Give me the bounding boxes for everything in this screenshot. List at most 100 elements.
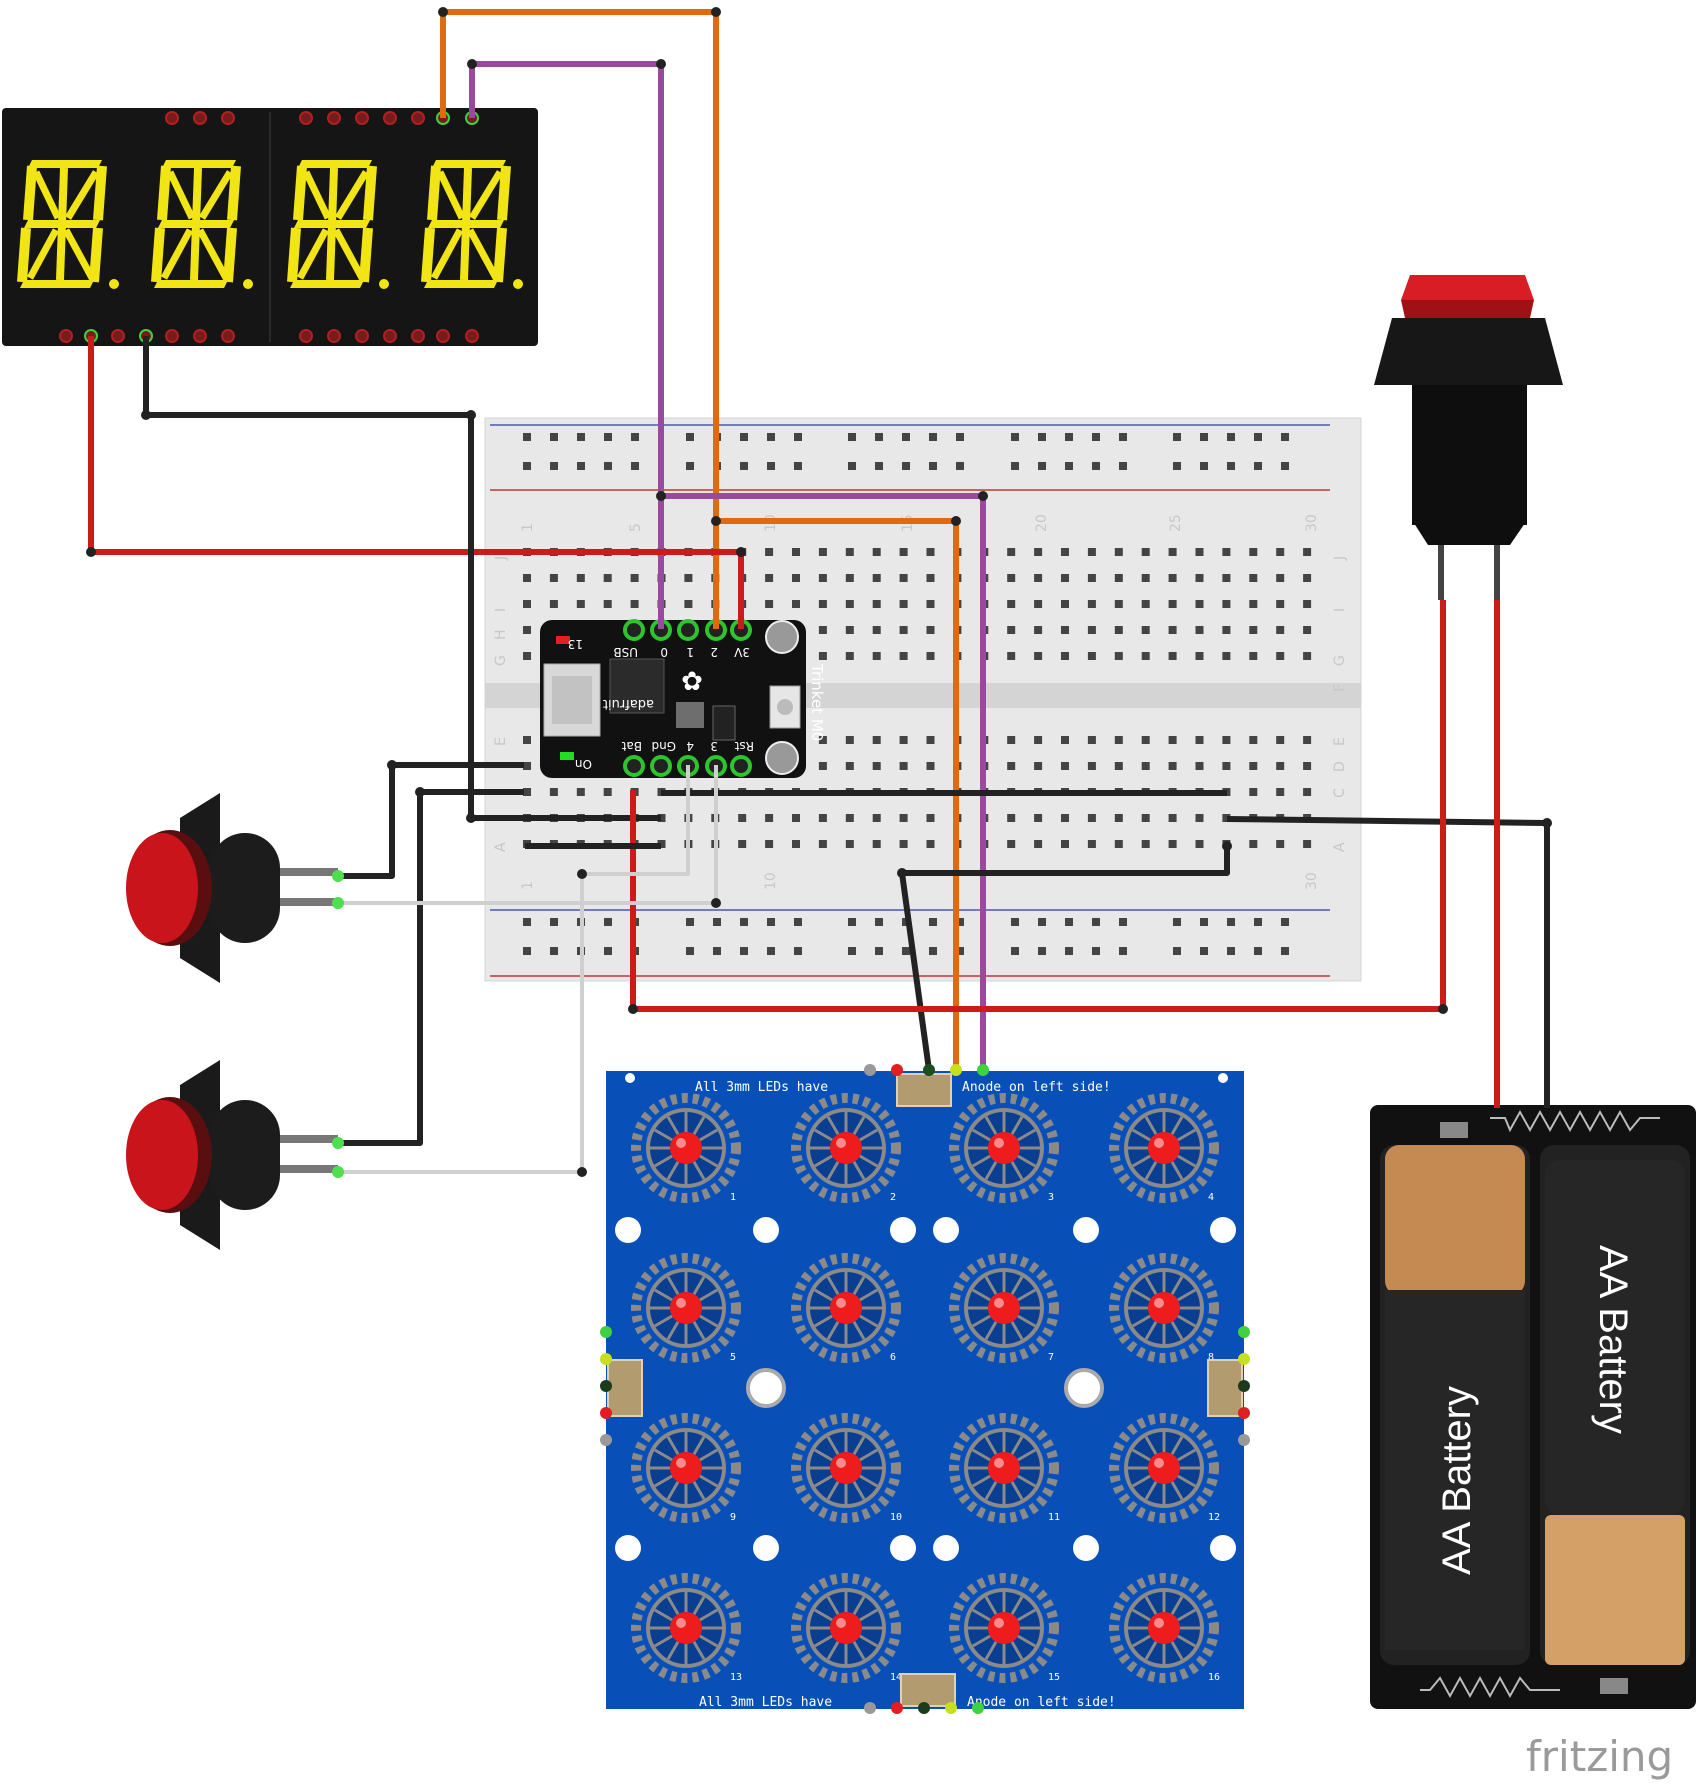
- breadboard-hole: [818, 626, 827, 634]
- breadboard-hole: [1061, 736, 1069, 744]
- rail-hole: [767, 462, 775, 470]
- breadboard-hole: [899, 626, 908, 634]
- push-button-1[interactable]: [126, 793, 338, 983]
- breadboard-hole: [872, 736, 881, 744]
- wire-endpoints: [86, 7, 1552, 1714]
- breadboard-hole: [1007, 840, 1016, 848]
- breadboard-hole: [576, 600, 585, 608]
- breadboard-hole: [1222, 652, 1231, 660]
- led-spoke: [826, 1161, 840, 1180]
- breadboard-hole: [1141, 600, 1150, 608]
- breadboard-hole: [1087, 762, 1096, 770]
- segment: [359, 227, 373, 283]
- breadboard-hole: [845, 600, 854, 608]
- wire-bend: [467, 59, 477, 69]
- row-letter: E: [493, 737, 509, 746]
- matrix-pin: [950, 1064, 962, 1076]
- breadboard-hole: [765, 840, 774, 848]
- matrix-pin: [600, 1353, 612, 1365]
- led-spoke: [852, 1276, 866, 1295]
- rail-hole: [686, 918, 694, 926]
- led-spoke: [1017, 1128, 1036, 1142]
- mount-hole: [890, 1535, 916, 1561]
- led-cell: [631, 1413, 741, 1523]
- matrix-pin: [1238, 1434, 1250, 1446]
- wire-bend: [1438, 1004, 1448, 1014]
- wire-bend: [951, 516, 961, 526]
- rail-hole: [740, 433, 748, 441]
- breadboard-hole: [1141, 814, 1150, 822]
- rail-hole: [1227, 947, 1235, 955]
- led-number: 6: [890, 1352, 896, 1363]
- led-spoke: [984, 1436, 998, 1455]
- matrix-pin: [864, 1064, 876, 1076]
- segment: [421, 227, 435, 283]
- display-pins: [59, 111, 479, 343]
- display-pin: [299, 111, 313, 125]
- trinket-pin: [650, 755, 672, 777]
- breadboard-hole: [1114, 574, 1123, 582]
- breadboard-hole: [1276, 600, 1285, 608]
- red-led: [830, 1132, 862, 1164]
- panel-push-button[interactable]: [1374, 275, 1563, 600]
- led-spoke: [859, 1154, 878, 1168]
- breadboard-hole: [765, 814, 774, 822]
- breadboard-hole: [1061, 814, 1069, 822]
- led-gear: [1109, 1413, 1219, 1523]
- breadboard-hole: [630, 574, 639, 582]
- mount-hole: [753, 1535, 779, 1561]
- red-led: [1148, 1612, 1180, 1644]
- led-spoke: [859, 1474, 878, 1488]
- breadboard-hole: [1087, 652, 1096, 660]
- wire-bend: [387, 760, 397, 770]
- led-spoke: [654, 1154, 673, 1168]
- breadboard-hole: [926, 574, 935, 582]
- led-spoke: [1170, 1276, 1184, 1295]
- breadboard-hole: [684, 574, 693, 582]
- push-button-2[interactable]: [126, 1060, 338, 1250]
- breadboard-hole: [1222, 600, 1231, 608]
- row-letter: J: [493, 556, 509, 561]
- wire-black-button-1: [338, 762, 524, 879]
- led-cell: [631, 1093, 741, 1203]
- rail-hole: [1173, 947, 1181, 955]
- on-label: On: [575, 757, 592, 771]
- rail-hole: [956, 918, 964, 926]
- breadboard-hole: [1034, 600, 1043, 608]
- led-spoke: [859, 1314, 878, 1328]
- led-number: 15: [1048, 1672, 1060, 1683]
- segment: [427, 165, 441, 221]
- led-spoke: [972, 1448, 991, 1462]
- wire-bend: [141, 410, 151, 420]
- row-letter: D: [1332, 761, 1348, 772]
- led-spoke: [1144, 1481, 1158, 1500]
- matrix-pin: [1238, 1353, 1250, 1365]
- segment: [199, 170, 233, 220]
- breadboard-hole: [1276, 762, 1285, 770]
- breadboard-hole: [1141, 840, 1150, 848]
- breadboard-hole: [1141, 548, 1150, 556]
- led-spoke: [654, 1128, 673, 1142]
- button-leg: [280, 1165, 338, 1173]
- breadboard-hole: [549, 788, 558, 796]
- breadboard-hole: [1168, 736, 1177, 744]
- breadboard-hole: [576, 788, 585, 796]
- wire-bend: [897, 868, 907, 878]
- segment: [335, 170, 369, 220]
- led-number: 16: [1208, 1672, 1220, 1683]
- led-spoke: [1132, 1314, 1151, 1328]
- column-number: 1: [520, 523, 536, 532]
- trinket-pin: [677, 619, 699, 641]
- led-spoke: [666, 1116, 680, 1135]
- breadboard-hole: [1061, 574, 1069, 582]
- led-spoke: [699, 1128, 718, 1142]
- led-spoke: [852, 1436, 866, 1455]
- breadboard-hole: [1249, 652, 1258, 660]
- column-number: 25: [1168, 514, 1184, 532]
- breadboard-hole: [657, 814, 666, 822]
- led-gear: [631, 1413, 741, 1523]
- led-spoke: [984, 1276, 998, 1295]
- chip-small: [676, 702, 704, 728]
- trinket-name: Trinket M0: [808, 663, 826, 741]
- led-gear: [949, 1253, 1059, 1363]
